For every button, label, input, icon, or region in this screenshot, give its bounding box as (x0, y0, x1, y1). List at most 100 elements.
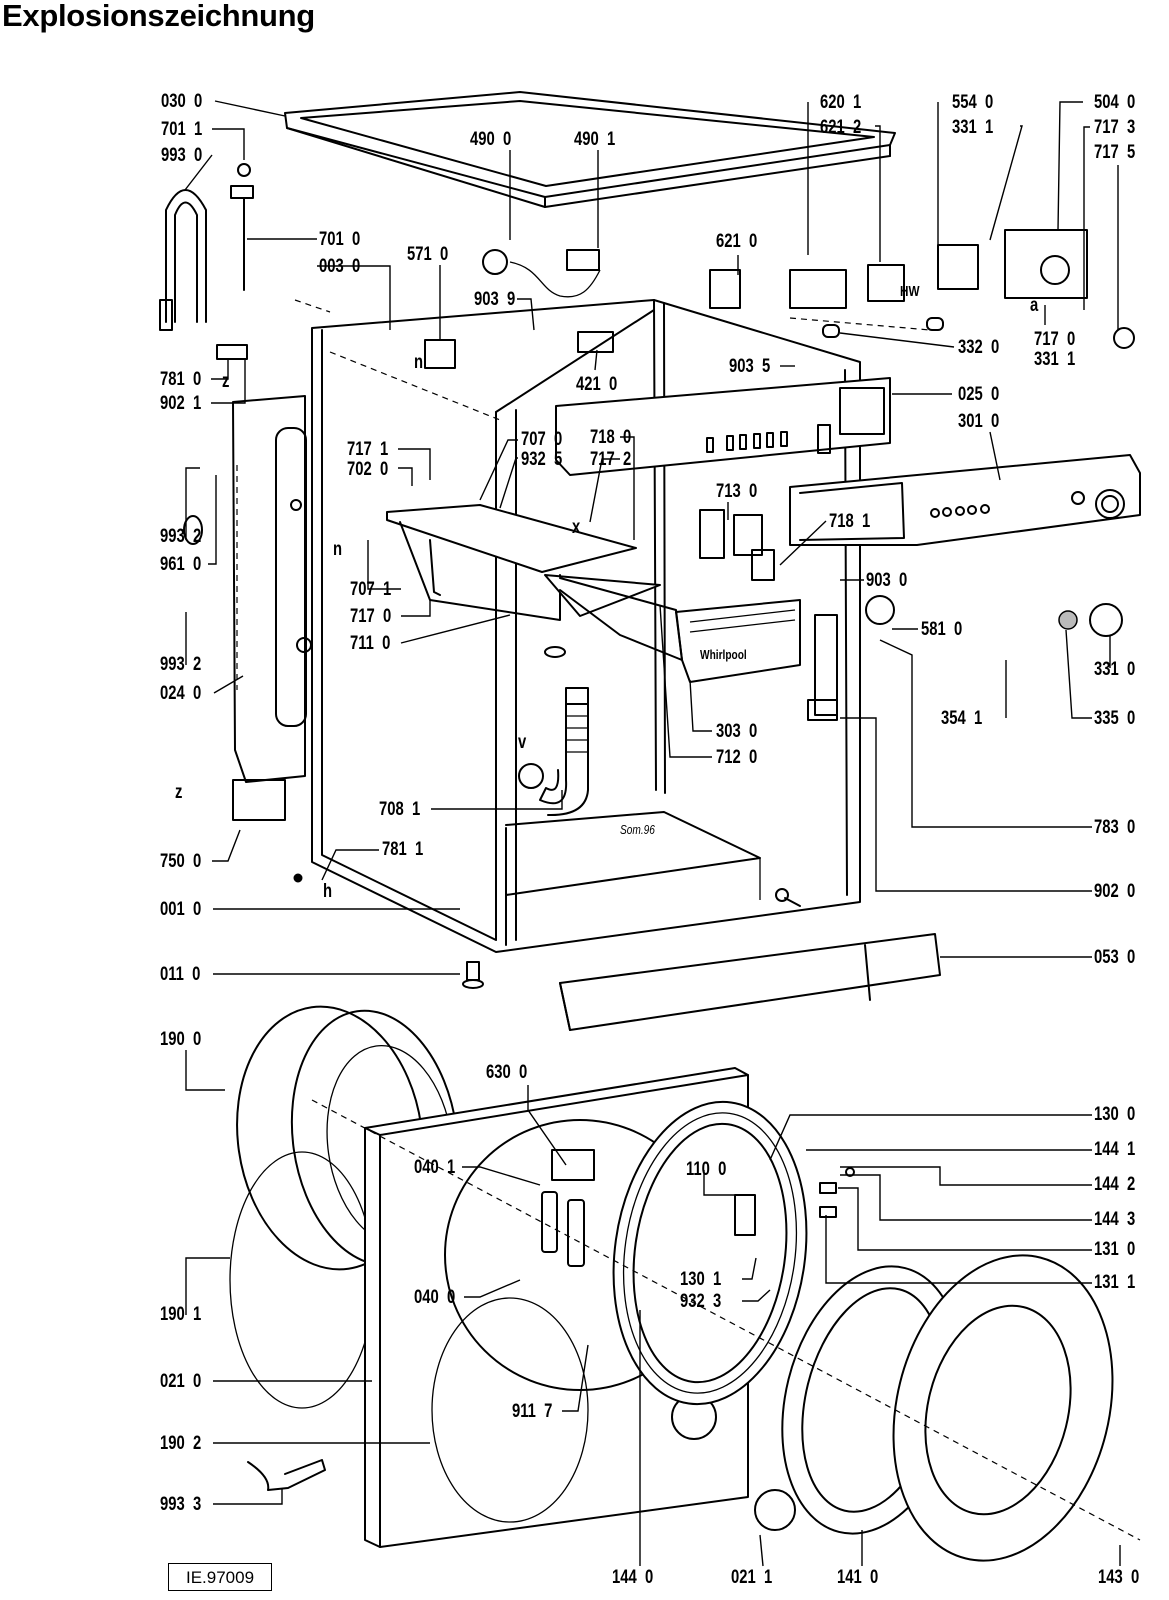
leader-line (211, 358, 229, 380)
leader-line (1065, 629, 1092, 719)
callout-490-1: 490 1 (574, 129, 616, 150)
callout-040-0: 040 0 (414, 1287, 456, 1308)
leader-line (185, 467, 200, 540)
leader-line (689, 679, 712, 732)
leader-line (213, 675, 244, 694)
axis-lines (236, 299, 1141, 1541)
callout-331-1a: 331 1 (952, 117, 994, 138)
dispenser-housing (386, 504, 661, 621)
callout-711-0: 711 0 (350, 633, 391, 654)
callout-902-1: 902 1 (160, 393, 202, 414)
callout-620-1: 620 1 (820, 92, 862, 113)
letter-z-2: z (175, 782, 183, 803)
cabinet (311, 299, 861, 953)
leader-line (825, 1215, 1092, 1284)
letter-v: v (518, 732, 527, 753)
callout-143-0: 143 0 (1098, 1567, 1140, 1588)
leader-line (875, 125, 881, 262)
leader-line (367, 540, 401, 590)
leader-line (185, 1050, 225, 1091)
leader-line (208, 475, 217, 565)
callout-717-5: 717 5 (1094, 142, 1136, 163)
top-cover (284, 91, 896, 208)
callout-707-0: 707 0 (521, 429, 563, 450)
leader-line (213, 1488, 283, 1505)
callout-717-0b: 717 0 (350, 606, 392, 627)
callout-303-0: 303 0 (716, 721, 758, 742)
callout-902-0: 902 0 (1094, 881, 1136, 902)
callout-718-1: 718 1 (829, 511, 871, 532)
leader-line (398, 448, 431, 480)
leader-line (879, 639, 1092, 828)
callout-021-1: 021 1 (731, 1567, 773, 1588)
callout-717-3: 717 3 (1094, 117, 1136, 138)
callout-003-0: 003 0 (319, 256, 361, 277)
letter-a: a (1030, 295, 1039, 316)
callout-025-0: 025 0 (958, 384, 1000, 405)
letter-h: h (323, 881, 333, 902)
callout-144-2: 144 2 (1094, 1174, 1136, 1195)
letter-n-1: n (414, 352, 424, 373)
mark-som96: Som.96 (620, 822, 655, 837)
callout-301-0: 301 0 (958, 411, 1000, 432)
leader-line (479, 439, 518, 501)
callout-144-1: 144 1 (1094, 1139, 1136, 1160)
leader-line (742, 1289, 771, 1302)
callout-630-0: 630 0 (486, 1062, 528, 1083)
callout-554-0: 554 0 (952, 92, 994, 113)
callout-717-0a: 717 0 (1034, 329, 1076, 350)
door-seal-ring (541, 1100, 855, 1406)
leader-line (594, 349, 598, 371)
leader-line (989, 125, 1023, 241)
callout-571-0: 571 0 (407, 244, 449, 265)
leader-line (839, 332, 955, 348)
rear-panel (232, 395, 312, 783)
leader-line (1057, 101, 1083, 231)
leader-line (214, 100, 286, 117)
callout-718-0: 718 0 (590, 427, 632, 448)
callout-144-3: 144 3 (1094, 1209, 1136, 1230)
callout-717-1: 717 1 (347, 439, 389, 460)
leader-line (742, 1257, 757, 1280)
callout-621-0: 621 0 (716, 231, 758, 252)
leader-line (184, 154, 213, 191)
leader-line (401, 600, 431, 617)
leader-line (499, 457, 518, 509)
callout-130-0: 130 0 (1094, 1104, 1136, 1125)
leader-line (321, 849, 379, 881)
callout-702-0: 702 0 (347, 459, 389, 480)
bellows-hose (518, 646, 589, 817)
callout-581-0: 581 0 (921, 619, 963, 640)
callout-713-0: 713 0 (716, 481, 758, 502)
callout-332-0: 332 0 (958, 337, 1000, 358)
brand-logo: Whirlpool (700, 647, 747, 662)
callout-130-1: 130 1 (680, 1269, 722, 1290)
callout-021-0: 021 0 (160, 1371, 202, 1392)
callout-717-2: 717 2 (590, 449, 632, 470)
callout-993-2b: 993 2 (160, 654, 202, 675)
callout-961-0: 961 0 (160, 554, 202, 575)
callout-354-1: 354 1 (941, 708, 983, 729)
callout-053-0: 053 0 (1094, 947, 1136, 968)
leader-line (589, 458, 620, 523)
plinth (559, 933, 941, 1031)
leader-line (431, 790, 563, 810)
leader-line (840, 717, 1092, 892)
callout-621-2: 621 2 (820, 117, 862, 138)
leader-line (462, 1166, 541, 1186)
door (754, 1254, 1114, 1562)
callout-110-0: 110 0 (686, 1159, 727, 1180)
callout-504-0: 504 0 (1094, 92, 1136, 113)
callout-131-0: 131 0 (1094, 1239, 1136, 1260)
leader-line (779, 520, 827, 566)
letter-x: x (572, 517, 581, 538)
leader-line (464, 1279, 521, 1298)
callout-911-7: 911 7 (512, 1401, 553, 1422)
callout-011-0: 011 0 (160, 964, 201, 985)
letter-z-1: z (222, 371, 230, 392)
callout-781-0: 781 0 (160, 369, 202, 390)
leader-line (703, 1170, 738, 1196)
leader-line (517, 298, 535, 331)
callout-331-0: 331 0 (1094, 659, 1136, 680)
